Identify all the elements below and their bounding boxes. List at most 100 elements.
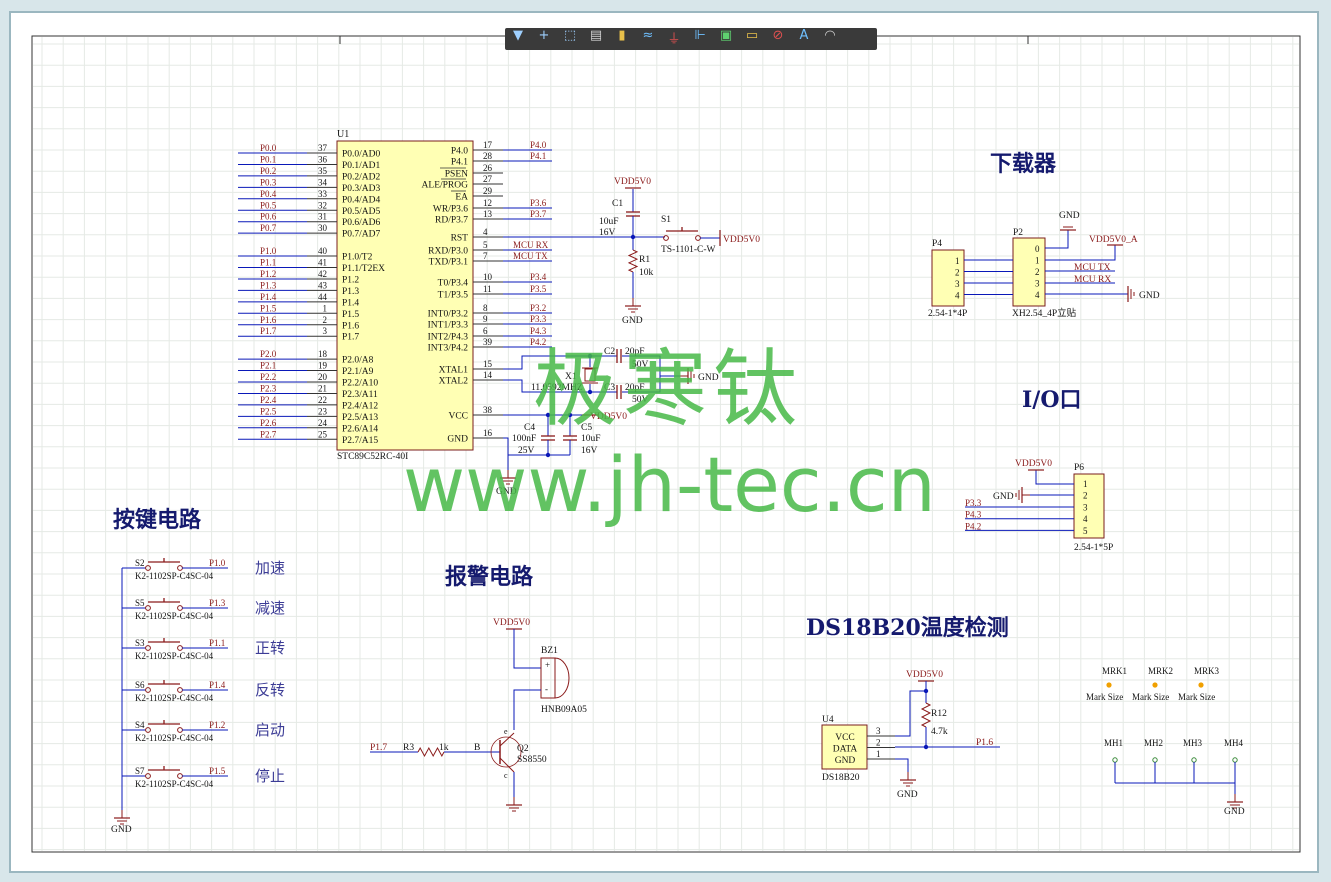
mcu-net-label: P4.3 xyxy=(530,326,547,336)
mcu-pin-name: INT0/P3.2 xyxy=(428,310,469,320)
p6-pin-number: 2 xyxy=(1083,491,1088,501)
mcu-pin-number: 19 xyxy=(318,361,328,371)
mcu-pin-name: P0.7/AD7 xyxy=(342,230,381,240)
mounting-hole-ref: MH2 xyxy=(1144,738,1163,748)
no-erc-icon[interactable]: ⊘ xyxy=(772,28,784,43)
arc-icon[interactable]: ◠ xyxy=(824,28,836,43)
crosshair-icon[interactable]: + xyxy=(538,28,550,43)
mcu-pin-number: 13 xyxy=(483,209,493,219)
mcu-pin-name: XTAL2 xyxy=(439,377,469,387)
keys-title: 按键电路 xyxy=(113,507,202,533)
key-ref: S5 xyxy=(135,598,145,608)
align-icon[interactable]: ▤ xyxy=(589,28,603,43)
mcu-net-label: P2.1 xyxy=(260,361,276,371)
key-ref: S4 xyxy=(135,720,145,730)
u4-pin-number: 3 xyxy=(876,726,881,736)
q2-part: SS8550 xyxy=(517,755,547,765)
mcu-net-label: MCU TX xyxy=(513,251,548,261)
c1-ref: C1 xyxy=(612,199,623,209)
mcu-pin-number: 2 xyxy=(323,315,328,325)
u4-ref: U4 xyxy=(822,715,834,725)
ground-icon[interactable]: ⏚ xyxy=(667,32,681,47)
c5-voltage: 16V xyxy=(581,446,598,456)
filter-icon[interactable]: ▼ xyxy=(513,28,523,43)
x1-value: 11.0592MHZ xyxy=(531,383,583,393)
u4-pin-name: VCC xyxy=(835,733,855,743)
mcu-pin-name: P0.6/AD6 xyxy=(342,218,381,228)
select-rect-icon[interactable]: ⬚ xyxy=(563,28,577,43)
net-label-icon[interactable]: ⊩ xyxy=(694,28,706,43)
net-label: MCU TX xyxy=(1074,263,1111,273)
key-ref: S7 xyxy=(135,766,145,776)
mcu-pin-number: 27 xyxy=(483,174,493,184)
key-switch xyxy=(145,645,151,651)
key-switch xyxy=(145,565,151,571)
mcu-pin-number: 12 xyxy=(483,198,492,208)
p4-connector xyxy=(931,249,965,307)
mounting-hole-ref: MH1 xyxy=(1104,738,1123,748)
mcu-part: STC89C52RC-40I xyxy=(337,452,408,462)
mcu-pin-name: P1.1/T2EX xyxy=(342,264,385,274)
port-icon[interactable]: ▭ xyxy=(745,28,759,43)
buzzer xyxy=(554,657,570,699)
c2-ref: C2 xyxy=(604,347,615,357)
r3-ref: R3 xyxy=(403,743,414,753)
mcu-pin-name: INT3/P4.2 xyxy=(428,344,469,354)
key-ref: S3 xyxy=(135,638,145,648)
key-switch xyxy=(145,605,151,611)
key-switch xyxy=(145,727,151,733)
mcu-pin-number: 40 xyxy=(318,246,328,256)
buzzer-ref: BZ1 xyxy=(541,646,558,656)
key-part: K2-1102SP-C4SC-04 xyxy=(135,779,214,789)
junction xyxy=(545,452,551,458)
mcu-pin-number: 21 xyxy=(318,383,327,393)
vdd-label: VDD5V0 xyxy=(1015,459,1052,469)
mcu-net-label: P0.0 xyxy=(260,143,277,153)
x1-crystal xyxy=(584,368,596,382)
mcu-net-label: P2.6 xyxy=(260,418,277,428)
mcu-pin-name: P4.1 xyxy=(451,158,468,168)
mark-point xyxy=(1106,682,1112,688)
gnd-label: GND xyxy=(496,487,517,497)
mcu-pin-name: P2.2/A10 xyxy=(342,379,378,389)
c3-voltage: 50V xyxy=(632,395,649,405)
mcu-pin-number: 28 xyxy=(483,151,493,161)
bus-icon[interactable]: ≈ xyxy=(642,28,654,43)
mcu-pin-number: 42 xyxy=(318,269,327,279)
q2-transistor xyxy=(499,757,515,773)
transistor-emitter: e xyxy=(504,727,508,736)
mcu-net-label: P0.6 xyxy=(260,212,277,222)
mcu-pin-name: GND xyxy=(447,435,468,445)
p6-part: 2.54-1*5P xyxy=(1074,543,1113,553)
mcu-pin-number: 36 xyxy=(318,154,328,164)
part-icon[interactable]: ▮ xyxy=(618,28,626,43)
mark-label: Mark Size xyxy=(1132,692,1169,702)
u4-pin-number: 1 xyxy=(876,749,881,759)
mcu-net-label: P1.3 xyxy=(260,280,277,290)
gnd-label: GND xyxy=(1224,807,1245,817)
p4-pin-number: 1 xyxy=(955,256,960,266)
mcu-pin-name: P1.2 xyxy=(342,275,359,285)
net-label: MCU RX xyxy=(1074,275,1111,285)
sheet-icon[interactable]: ▣ xyxy=(719,28,733,43)
c3-value: 20pF xyxy=(625,383,645,393)
mcu-pin-number: 5 xyxy=(483,240,488,250)
mcu-pin-name: P2.6/A14 xyxy=(342,424,378,434)
u4-pin-name: DATA xyxy=(833,745,858,755)
vdd-label: VDD5V0 xyxy=(590,412,627,422)
io-net-label: P4.2 xyxy=(965,521,981,531)
p2-pin-number: 4 xyxy=(1035,290,1040,300)
key-net: P1.2 xyxy=(209,720,225,730)
gnd-label: GND xyxy=(622,316,643,326)
mcu-net-label: P3.2 xyxy=(530,303,546,313)
buzzer xyxy=(540,657,556,699)
c4-value: 100nF xyxy=(512,434,536,444)
mcu-net-label: P4.1 xyxy=(530,151,546,161)
wire xyxy=(503,437,570,456)
text-icon[interactable]: A xyxy=(799,28,809,43)
mcu-net-label: P4.2 xyxy=(530,337,546,347)
key-part: K2-1102SP-C4SC-04 xyxy=(135,611,214,621)
buzzer-minus: - xyxy=(545,684,548,694)
key-net: P1.5 xyxy=(209,766,226,776)
gnd-label: GND xyxy=(993,492,1014,502)
